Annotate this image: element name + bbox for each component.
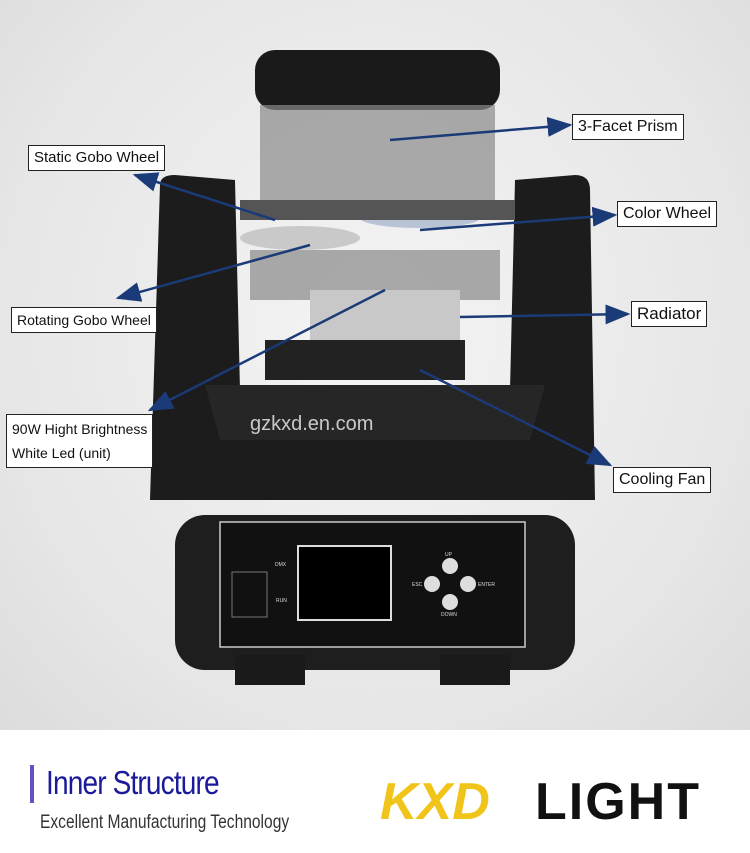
button-esc [424, 576, 440, 592]
callout-static-gobo-wheel: Static Gobo Wheel [28, 145, 166, 171]
callout-arrows [115, 116, 631, 467]
callout-rotating-gobo-wheel: Rotating Gobo Wheel [11, 307, 157, 333]
logo-word: LIGHT [535, 773, 701, 831]
label-up: UP [445, 552, 453, 558]
callout-color-wheel: Color Wheel [617, 201, 718, 227]
label-down: DOWN [441, 612, 457, 618]
radiator [310, 290, 460, 340]
callout-led-line1: 90W Hight Brightness [12, 421, 148, 437]
footer-title: Inner Structure [46, 764, 220, 801]
lcd-screen [297, 545, 392, 621]
callout-led-unit: 90W Hight Brightness White Led (unit) [6, 414, 154, 468]
label-enter: ENTER [478, 582, 495, 588]
label-run: RUN [276, 598, 287, 604]
footer-subtitle: Excellent Manufacturing Technology [40, 812, 290, 833]
head-top [255, 50, 500, 110]
button-up [442, 558, 458, 574]
moving-head-illustration: UP ESC ENTER DOWN DMX RUN [115, 50, 631, 685]
logo-brand: KXD [380, 773, 490, 831]
cooling-fan [265, 340, 465, 380]
title-accent-bar [30, 765, 34, 803]
callout-radiator: Radiator [631, 301, 708, 327]
callout-led-line2: White Led (unit) [12, 445, 111, 461]
label-esc: ESC [412, 582, 423, 588]
gobo-wheel-disc [240, 226, 360, 250]
callout-cooling-fan: Cooling Fan [613, 467, 712, 493]
watermark: gzkxd.en.com [250, 413, 374, 435]
label-dmx: DMX [275, 562, 287, 568]
callout-3-facet-prism: 3-Facet Prism [572, 114, 684, 140]
button-down [442, 594, 458, 610]
button-enter [460, 576, 476, 592]
